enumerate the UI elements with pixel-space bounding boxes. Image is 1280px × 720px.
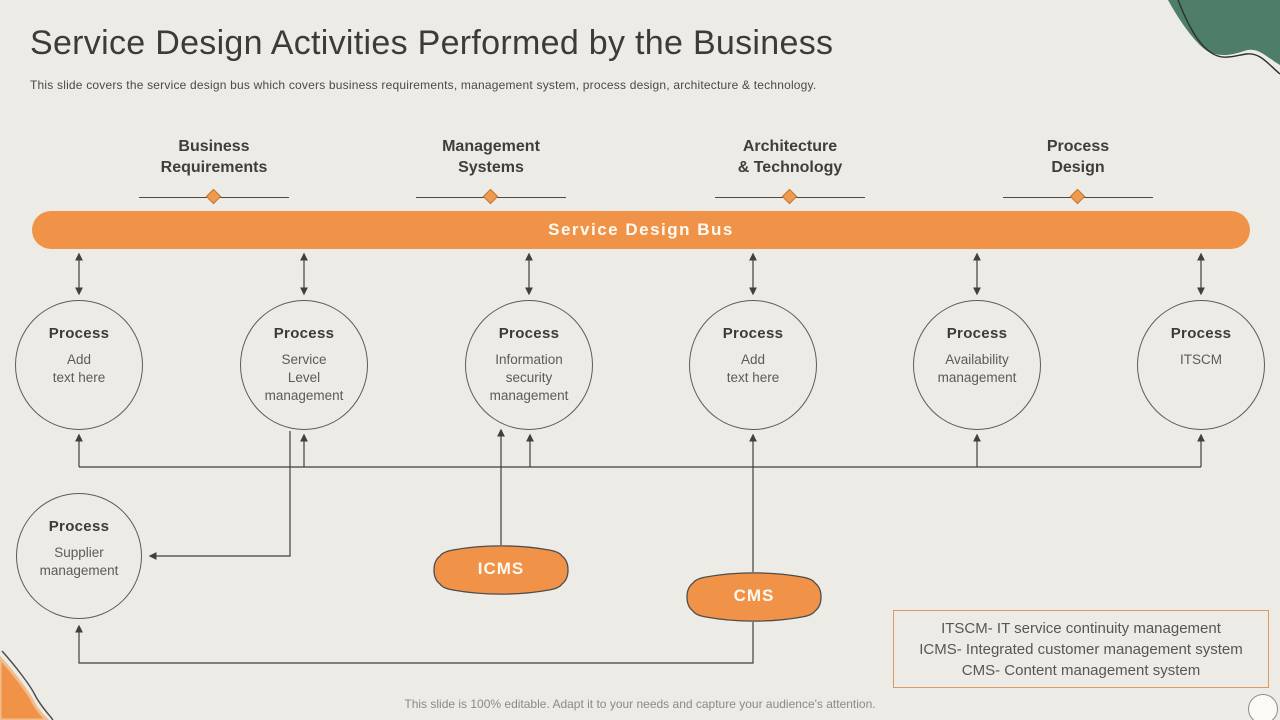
legend-line: CMS- Content management system	[961, 662, 1201, 679]
legend-line: ICMS- Integrated customer management sys…	[919, 641, 1243, 658]
process-circle-body: Supplier management	[39, 545, 119, 578]
column-header-process-design: Process Design	[968, 136, 1188, 205]
process-circle-title: Process	[498, 325, 560, 342]
process-circle-title: Process	[946, 325, 1008, 342]
process-circle-body: ITSCM	[1180, 352, 1222, 367]
icms-label: ICMS	[477, 559, 525, 578]
barrel-shape-icon	[686, 572, 822, 622]
page-subtitle: This slide covers the service design bus…	[30, 78, 817, 92]
diamond-marker-icon	[781, 188, 798, 205]
orange-corner-decoration	[0, 650, 54, 720]
cms-shape: CMS	[686, 571, 822, 623]
barrel-shape-icon	[433, 545, 569, 595]
process-circle-6: Process ITSCM	[1137, 300, 1265, 430]
process-circle-title: Process	[722, 325, 784, 342]
column-header-architecture-technology: Architecture & Technology	[680, 136, 900, 205]
header-underline	[715, 188, 865, 205]
green-corner-decoration	[1168, 0, 1280, 75]
process-circle-body: Add text here	[52, 352, 106, 385]
service-design-bus-bar: Service Design Bus	[32, 211, 1250, 249]
cms-to-supplier-arrow	[75, 622, 754, 664]
process-circle-title: Process	[48, 325, 110, 342]
process-circle-body: Information security management	[489, 352, 569, 403]
bus-label: Service Design Bus	[548, 220, 734, 239]
column-header-label: Management Systems	[442, 138, 540, 176]
orange-blob-shape	[0, 655, 50, 720]
process-circle-4: Process Add text here	[689, 300, 817, 430]
footer-note: This slide is 100% editable. Adapt it to…	[404, 697, 876, 711]
process-circle-title: Process	[1170, 325, 1232, 342]
column-header-label: Business Requirements	[160, 138, 268, 176]
process-circle-2: Process Service Level management	[240, 300, 368, 430]
page-title: Service Design Activities Performed by t…	[30, 24, 834, 62]
process-circle-supplier: Process Supplier management	[16, 493, 142, 619]
column-header-management-systems: Management Systems	[381, 136, 601, 205]
header-underline	[139, 188, 289, 205]
process-circle-body: Availability management	[937, 352, 1017, 385]
process-circle-body: Add text here	[726, 352, 780, 385]
green-blob-outline	[1177, 0, 1280, 75]
diamond-marker-icon	[1069, 188, 1086, 205]
process-2-to-supplier-arrow	[148, 431, 291, 560]
process-circle-title: Process	[48, 518, 110, 535]
abbreviation-legend: ITSCM- IT service continuity management …	[893, 610, 1269, 688]
column-header-label: Process Design	[1046, 138, 1110, 176]
legend-line: ITSCM- IT service continuity management	[941, 620, 1221, 637]
corner-circle-decoration	[1248, 694, 1278, 720]
diamond-marker-icon	[482, 188, 499, 205]
header-underline	[1003, 188, 1153, 205]
process-circle-title: Process	[273, 325, 335, 342]
green-blob-shape	[1168, 0, 1280, 65]
cms-label: CMS	[733, 586, 775, 605]
diamond-marker-icon	[205, 188, 222, 205]
icms-shape: ICMS	[433, 544, 569, 596]
orange-blob-outline	[1, 650, 54, 720]
column-header-business-requirements: Business Requirements	[104, 136, 324, 205]
process-circle-body: Service Level management	[264, 352, 344, 403]
process-circle-3: Process Information security management	[465, 300, 593, 430]
process-circle-5: Process Availability management	[913, 300, 1041, 430]
process-circle-1: Process Add text here	[15, 300, 143, 430]
header-underline	[416, 188, 566, 205]
column-header-label: Architecture & Technology	[737, 138, 843, 176]
